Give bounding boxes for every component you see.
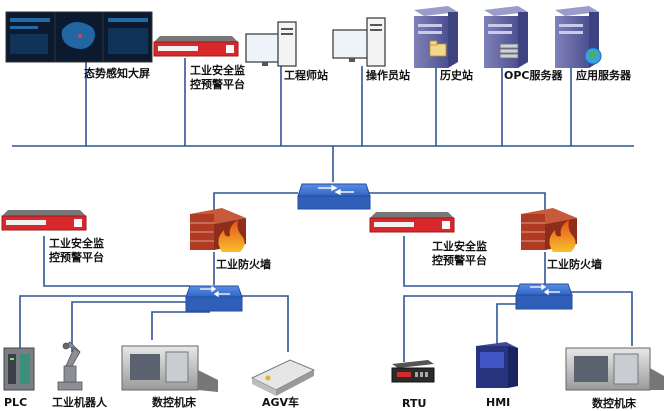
right-security-platform-appliance-icon bbox=[369, 212, 455, 233]
agv-icon bbox=[250, 359, 316, 396]
label-right-cnc: 数控机床 bbox=[592, 397, 636, 410]
hmi-icon bbox=[476, 342, 518, 388]
label-line: 工业安全监 bbox=[190, 64, 245, 77]
left-switch-icon bbox=[185, 285, 243, 312]
label-top-security-platform: 工业安全监 控预警平台 bbox=[190, 64, 245, 92]
globe-icon bbox=[584, 47, 602, 65]
label-app-server: 应用服务器 bbox=[576, 69, 631, 82]
label-line: 控预警平台 bbox=[49, 251, 104, 264]
label-operator-station: 操作员站 bbox=[366, 69, 410, 82]
label-right-firewall: 工业防火墙 bbox=[547, 258, 602, 271]
label-line: 控预警平台 bbox=[190, 78, 245, 91]
core-switch-icon bbox=[297, 183, 371, 210]
opc-server-icon bbox=[484, 6, 528, 68]
label-line: 工业安全监 bbox=[432, 240, 487, 253]
security-platform-appliance-icon bbox=[153, 36, 239, 57]
label-history-station: 历史站 bbox=[440, 69, 473, 82]
label-agv: AGV车 bbox=[262, 396, 300, 409]
label-line: 工业安全监 bbox=[49, 237, 104, 250]
history-server-icon bbox=[414, 6, 458, 68]
operator-workstation-icon bbox=[332, 17, 386, 67]
label-left-cnc: 数控机床 bbox=[152, 396, 196, 409]
engineer-workstation-icon bbox=[245, 21, 297, 67]
right-switch-icon bbox=[515, 283, 573, 310]
right-cnc-machine-icon bbox=[565, 347, 664, 391]
rtu-icon bbox=[391, 360, 435, 383]
label-opc-server: OPC服务器 bbox=[504, 69, 563, 82]
label-rtu: RTU bbox=[402, 397, 427, 410]
label-plc: PLC bbox=[4, 396, 28, 409]
connection-lines bbox=[12, 58, 634, 362]
right-firewall-icon bbox=[521, 208, 577, 252]
left-firewall-icon bbox=[190, 208, 246, 252]
database-stack-icon bbox=[499, 43, 519, 59]
label-left-security-platform: 工业安全监 控预警平台 bbox=[49, 237, 104, 265]
big-screen-icon bbox=[5, 11, 153, 63]
folder-icon bbox=[429, 40, 447, 57]
label-left-firewall: 工业防火墙 bbox=[216, 258, 271, 271]
plc-icon bbox=[3, 347, 35, 391]
label-robot: 工业机器人 bbox=[52, 396, 107, 409]
application-server-icon bbox=[555, 6, 602, 68]
label-engineer-station: 工程师站 bbox=[284, 69, 328, 82]
industrial-robot-icon bbox=[57, 341, 83, 391]
left-security-platform-appliance-icon bbox=[1, 210, 87, 231]
label-hmi: HMI bbox=[486, 396, 511, 409]
label-situation-screen: 态势感知大屏 bbox=[84, 67, 150, 80]
left-cnc-machine-icon bbox=[121, 345, 218, 392]
label-line: 控预警平台 bbox=[432, 254, 487, 267]
label-right-security-platform: 工业安全监 控预警平台 bbox=[432, 240, 487, 268]
